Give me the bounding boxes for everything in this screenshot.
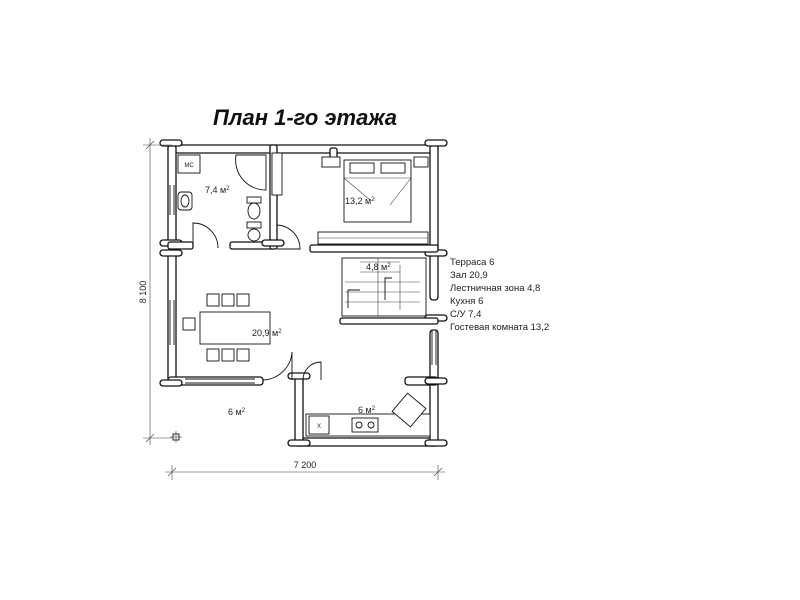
bathroom-area: 7,4 м2 xyxy=(205,185,230,195)
legend-item: Терраса 6 xyxy=(450,257,494,268)
fixture-box xyxy=(177,154,201,174)
stove-icon xyxy=(351,417,379,433)
height-dimension: 8 100 xyxy=(138,281,148,304)
legend-item: Лестничная зона 4,8 xyxy=(450,283,540,294)
dining-table-icon xyxy=(182,293,271,362)
interior-walls xyxy=(167,144,439,325)
svg-text:МС: МС xyxy=(184,163,194,169)
shower-icon xyxy=(235,154,267,191)
legend-item: Кухня 6 xyxy=(450,296,483,307)
hall-area: 20,9 м2 xyxy=(252,328,282,338)
legend-item: Гостевая комната 13,2 xyxy=(450,322,549,333)
dimension-lines: 8 100 7 200 xyxy=(138,138,445,480)
exterior-walls xyxy=(159,139,448,447)
staircase xyxy=(341,257,427,317)
guest-room-area: 13,2 м2 xyxy=(345,196,375,206)
legend-item: Зал 20,9 xyxy=(450,270,488,281)
fireplace-icon xyxy=(391,392,427,428)
room-labels: 7,4 м2 13,2 м2 4,8 м2 20,9 м2 6 м2 6 м2 xyxy=(205,185,391,417)
doors xyxy=(192,222,322,381)
legend-item: С/У 7,4 xyxy=(450,309,481,320)
windows xyxy=(169,152,437,384)
terrace-area: 6 м2 xyxy=(228,407,246,417)
toilet-icon xyxy=(246,196,262,204)
sink-icon xyxy=(177,191,193,211)
svg-text:X: X xyxy=(317,424,321,430)
width-dimension: 7 200 xyxy=(294,460,317,470)
kitchen-area: 6 м2 xyxy=(358,405,376,415)
bed-icon xyxy=(317,156,429,245)
area-legend: Терраса 6 Зал 20,9 Лестничная зона 4,8 К… xyxy=(450,257,549,333)
plan-title: План 1-го этажа xyxy=(213,105,397,130)
kitchen-fixtures: X xyxy=(305,392,431,437)
bathroom-fixtures: МС xyxy=(177,154,267,242)
stair-zone-area: 4,8 м2 xyxy=(366,262,391,272)
